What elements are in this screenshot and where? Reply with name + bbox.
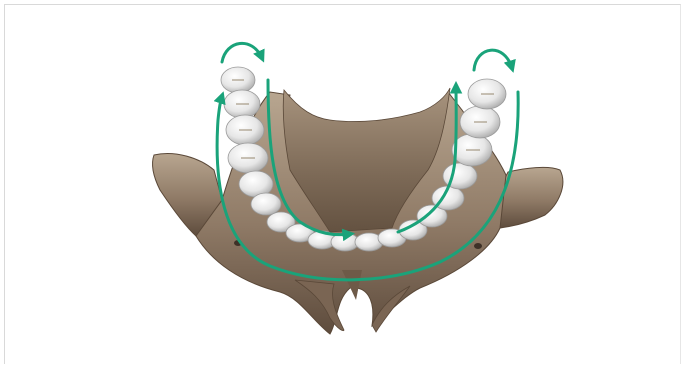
curl-arrow-left (222, 43, 262, 62)
curl-arrow-right (474, 50, 512, 70)
maxilla-bone (153, 88, 563, 334)
